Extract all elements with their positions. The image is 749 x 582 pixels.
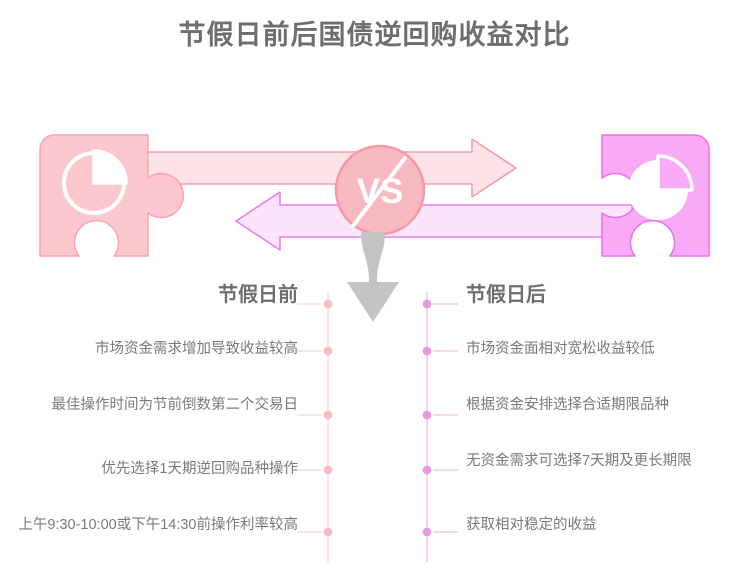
timeline-node (297, 346, 333, 356)
pie-chart-icon (628, 154, 694, 220)
timeline-node (422, 465, 458, 475)
list-item: 上午9:30-10:00或下午14:30前操作利率较高 (18, 517, 298, 533)
pie-chart-icon (62, 149, 128, 215)
left-puzzle-piece (39, 134, 185, 257)
list-item: 市场资金需求增加导致收益较高 (95, 341, 298, 357)
left-column-heading: 节假日前 (218, 284, 298, 306)
timeline-node (297, 465, 333, 475)
timeline-node (422, 410, 458, 420)
timeline-node (422, 527, 458, 537)
list-item: 无资金需求可选择7天期及更长期限 (466, 453, 692, 469)
arrow-left-icon (235, 191, 633, 251)
list-item: 优先选择1天期逆回购品种操作 (101, 461, 298, 477)
timeline-node (297, 299, 333, 309)
right-column-heading: 节假日后 (466, 284, 546, 306)
list-item: 最佳操作时间为节前倒数第二个交易日 (51, 397, 299, 413)
page-title: 节假日前后国债逆回购收益对比 (178, 20, 571, 50)
timeline-node (297, 527, 333, 537)
timeline-node (422, 299, 458, 309)
right-timeline (422, 292, 458, 562)
list-item: 市场资金面相对宽松收益较低 (466, 341, 655, 357)
versus-badge-icon: VS (334, 144, 426, 236)
arrow-down-icon (347, 232, 399, 322)
list-item: 根据资金安排选择合适期限品种 (466, 397, 669, 413)
right-puzzle-piece (601, 134, 710, 257)
timeline-node (422, 346, 458, 356)
timeline-node (297, 410, 333, 420)
list-item: 获取相对稳定的收益 (466, 517, 597, 533)
left-timeline (297, 292, 333, 562)
